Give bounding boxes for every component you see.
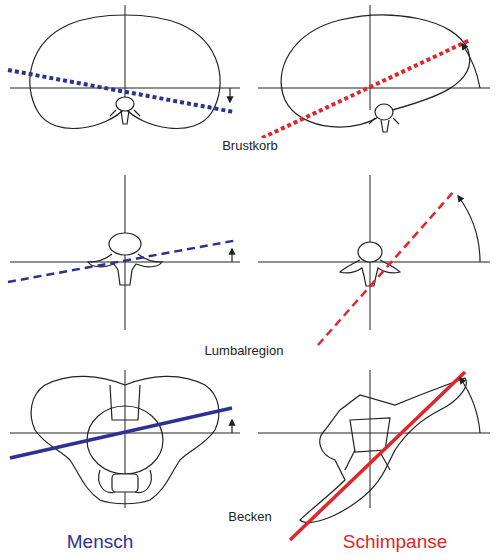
human-axis-line [8, 70, 234, 112]
human-thorax [30, 15, 220, 128]
column-label: Mensch [65, 531, 136, 554]
region-label: Brustkorb [220, 138, 280, 154]
angle-arrow [231, 249, 232, 262]
human-lumbar-vertebra [88, 233, 162, 285]
angle-arrow [458, 196, 480, 262]
chimpanzee-axis-line [262, 40, 470, 138]
angle-arrow [462, 44, 480, 88]
column-label: Schimpanse [341, 531, 450, 554]
region-label: Lumbalregion [203, 343, 286, 359]
chimpanzee-axis-line [318, 190, 455, 345]
region-label: Becken [226, 509, 273, 525]
axes [10, 5, 490, 508]
human-axis-line [10, 408, 232, 458]
angle-arrow [229, 88, 230, 102]
angle-arrow [460, 378, 480, 433]
chimpanzee-axis-line [290, 372, 465, 540]
human-axis-line [8, 240, 238, 282]
human-pelvis [31, 376, 219, 503]
angle-arrow [231, 420, 232, 433]
